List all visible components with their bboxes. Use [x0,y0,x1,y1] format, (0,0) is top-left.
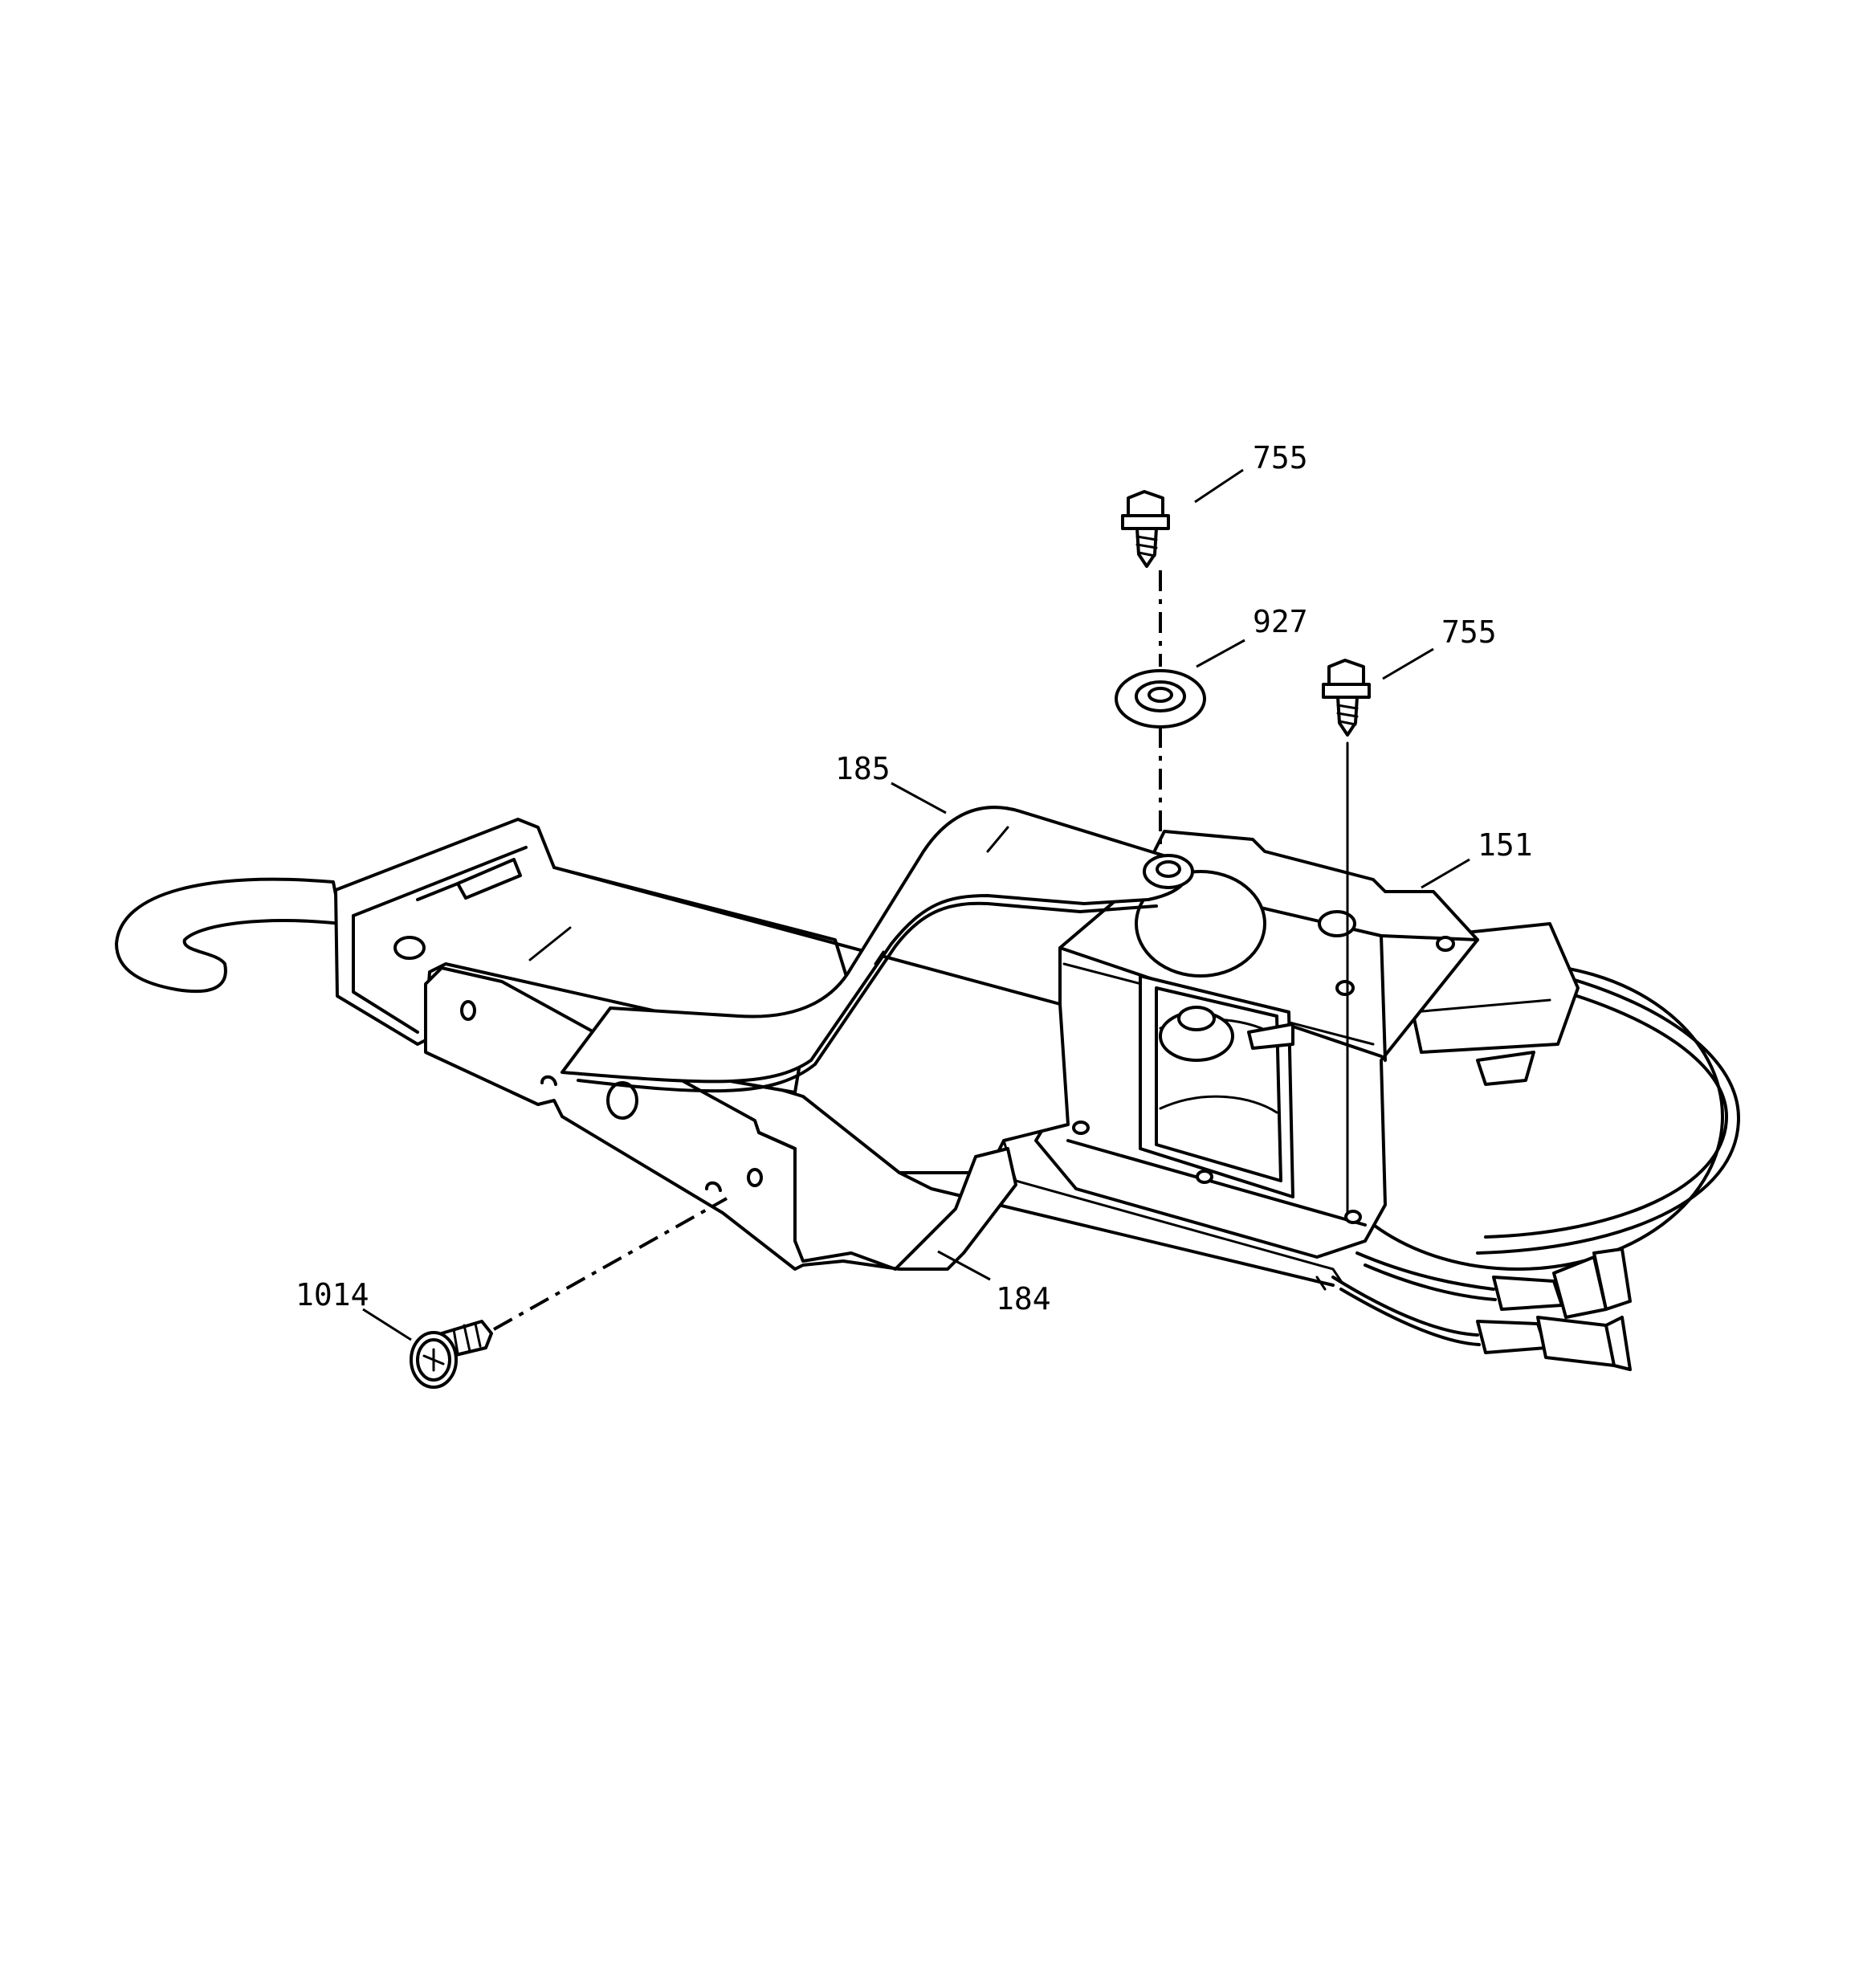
callout-185: 185 [835,751,891,786]
callout-755-top: 755 [1253,440,1308,476]
wire-harness [1331,1247,1632,1371]
screw-755-left [1121,490,1170,568]
screw-1014 [410,1320,493,1389]
side-plate [424,966,1017,1271]
motor-bracket [1034,830,1479,1259]
assembly-lines [493,570,1349,1331]
washer-927 [1115,669,1206,729]
callout-927: 927 [1253,604,1308,639]
strap-185 [561,806,1194,1093]
callout-1014: 1014 [296,1277,369,1312]
callout-151: 151 [1478,827,1533,863]
callout-184: 184 [996,1281,1051,1316]
callout-leaders [362,468,1470,1341]
callout-labels: 755 927 755 185 151 184 1014 [296,440,1533,1316]
callout-755-right: 755 [1441,614,1497,650]
screw-755-right [1322,659,1371,737]
